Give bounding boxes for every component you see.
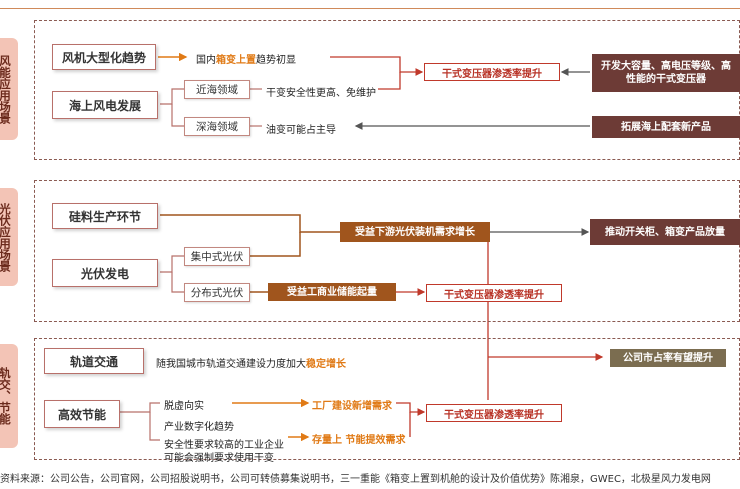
policy-note: 脱虚向实 — [164, 401, 204, 412]
wind-trend-note: 国内箱变上置趋势初显 — [196, 51, 296, 66]
develop-transformer-label: 开发大容量、高电压等级、高性能的干式变压器 — [601, 61, 731, 85]
wind-trend-label: 风机大型化趋势 — [61, 50, 146, 65]
develop-transformer-box: 开发大容量、高电压等级、高性能的干式变压器 — [592, 54, 740, 92]
source-note: 资料来源：公司公告，公司官网，公司招股说明书，公司可转债募集说明书，三一重能《箱… — [0, 474, 711, 485]
expand-offshore-box: 拓展海上配套新产品 — [592, 116, 740, 138]
nearshore-label: 近海领域 — [196, 84, 238, 96]
wind-section-tab: 风能应用场景 — [0, 38, 18, 140]
pv-section-tab: 光伏应用场景 — [0, 188, 18, 286]
silicon-label: 硅料生产环节 — [68, 209, 141, 224]
transit-note-prefix: 随我国城市轨道交通建设力度加大 — [156, 359, 306, 370]
trend-note-prefix: 国内 — [196, 55, 216, 66]
efficiency-label: 高效节能 — [57, 407, 106, 422]
top-divider — [0, 8, 740, 9]
distributed-label: 分布式光伏 — [190, 287, 244, 299]
trend-note-suffix: 趋势初显 — [256, 55, 296, 66]
safety-note-line2: 可能会强制要求使用干变 — [164, 453, 274, 464]
market-share-box: 公司市占率有望提升 — [610, 349, 726, 367]
rail-section-label: 轨交、节能 — [0, 367, 12, 425]
distributed-box: 分布式光伏 — [184, 283, 250, 302]
offshore-box: 海上风电发展 — [52, 91, 158, 119]
nearshore-note: 干变安全性更高、免维护 — [266, 88, 376, 99]
storage-box: 受益工商业储能起量 — [268, 283, 396, 301]
wind-section-label: 风能应用场景 — [0, 54, 12, 124]
upgrade-demand-label: 存量上 节能提效需求 — [312, 435, 406, 446]
digital-note: 产业数字化趋势 — [164, 422, 234, 433]
wind-penetration-box: 干式变压器渗透率提升 — [424, 63, 560, 81]
trend-note-highlight: 箱变上置 — [216, 55, 256, 66]
nearshore-box: 近海领域 — [184, 80, 250, 99]
pv-penetration-label: 干式变压器渗透率提升 — [444, 289, 544, 301]
wind-penetration-label: 干式变压器渗透率提升 — [442, 68, 542, 80]
rail-penetration-box: 干式变压器渗透率提升 — [426, 404, 562, 422]
pv-power-box: 光伏发电 — [52, 259, 158, 287]
offshore-label: 海上风电发展 — [68, 98, 141, 113]
rail-penetration-label: 干式变压器渗透率提升 — [444, 409, 544, 421]
deepsea-note: 油变可能占主导 — [266, 125, 336, 136]
transit-note: 随我国城市轨道交通建设力度加大稳定增长 — [156, 355, 346, 370]
deepsea-box: 深海领域 — [184, 117, 250, 136]
safety-note-line1: 安全性要求较高的工业企业 — [164, 440, 284, 451]
silicon-box: 硅料生产环节 — [52, 203, 158, 229]
transit-label: 轨道交通 — [69, 354, 118, 369]
market-share-label: 公司市占率有望提升 — [623, 352, 713, 364]
promote-box: 推动开关柜、箱变产品放量 — [590, 219, 740, 245]
transit-note-highlight: 稳定增长 — [306, 359, 346, 370]
transit-box: 轨道交通 — [44, 348, 144, 374]
centralized-label: 集中式光伏 — [190, 251, 244, 263]
new-demand-label: 工厂建设新增需求 — [312, 401, 392, 412]
pv-demand-box: 受益下游光伏装机需求增长 — [340, 222, 490, 242]
pv-penetration-box: 干式变压器渗透率提升 — [426, 284, 562, 302]
pv-demand-label: 受益下游光伏装机需求增长 — [355, 226, 475, 238]
efficiency-box: 高效节能 — [44, 400, 120, 428]
centralized-box: 集中式光伏 — [184, 247, 250, 266]
wind-trend-box: 风机大型化趋势 — [52, 44, 156, 70]
deepsea-label: 深海领域 — [196, 121, 238, 133]
pv-section-label: 光伏应用场景 — [0, 202, 12, 272]
pv-power-label: 光伏发电 — [80, 266, 129, 281]
expand-offshore-label: 拓展海上配套新产品 — [621, 121, 711, 133]
promote-label: 推动开关柜、箱变产品放量 — [605, 226, 725, 238]
storage-label: 受益工商业储能起量 — [287, 286, 377, 298]
rail-section-tab: 轨交、节能 — [0, 344, 18, 448]
